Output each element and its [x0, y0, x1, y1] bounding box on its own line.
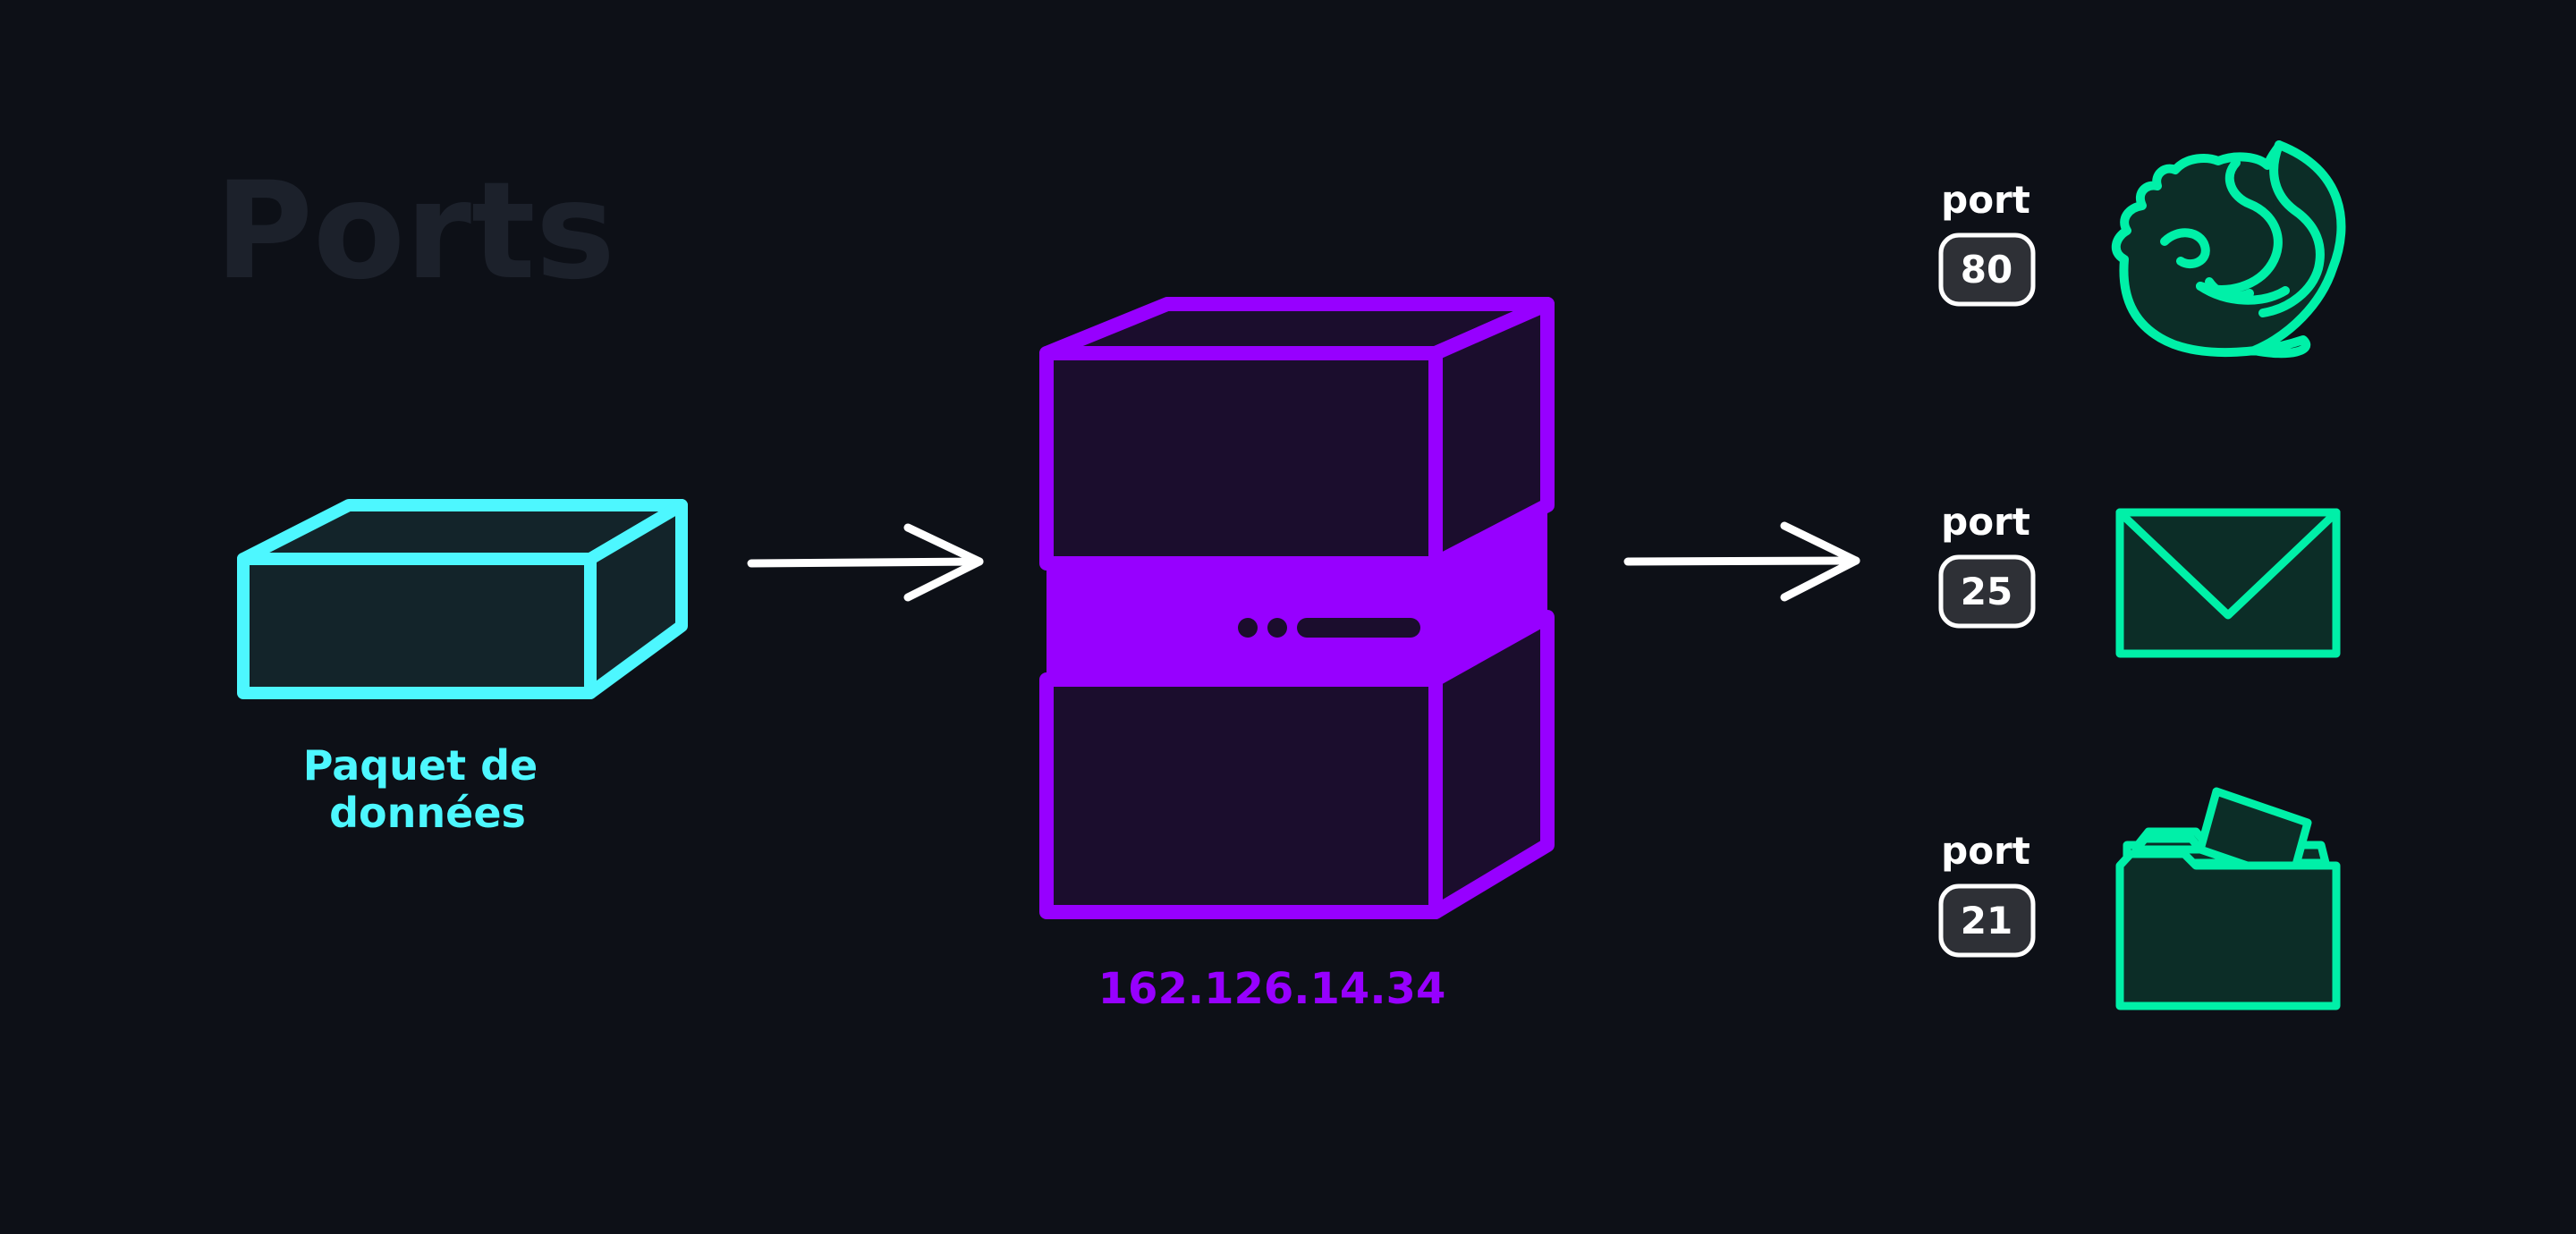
diagram-title: Ports	[215, 154, 615, 309]
port-25-group: port 25	[1938, 500, 2036, 629]
data-packet-icon	[237, 499, 688, 699]
server-slot	[1297, 618, 1420, 638]
server-led-1	[1238, 618, 1258, 638]
port-number: 25	[1961, 570, 2012, 613]
folder-icon	[2115, 787, 2341, 1010]
port-label: port	[1941, 829, 2030, 873]
port-80-group: port 80	[1938, 178, 2036, 307]
port-number-badge	[1938, 554, 2036, 629]
arrow-icon	[747, 523, 984, 602]
port-label: port	[1941, 500, 2030, 544]
port-label: port	[1941, 178, 2030, 222]
server-ip-address: 162.126.14.34	[1098, 964, 1446, 1014]
firefox-icon	[2111, 140, 2346, 359]
server-icon	[1039, 297, 1555, 919]
port-21-group: port 21	[1938, 829, 2036, 958]
mail-envelope-icon	[2115, 508, 2341, 658]
port-number: 80	[1961, 248, 2012, 292]
port-number-badge	[1938, 232, 2036, 307]
packet-label-line1: Paquet de	[303, 741, 538, 790]
server-led-2	[1267, 618, 1287, 638]
port-number-badge	[1938, 883, 2036, 958]
port-number: 21	[1961, 899, 2012, 942]
packet-label: Paquet de données	[303, 741, 553, 837]
arrow-icon	[1623, 521, 1860, 602]
packet-label-line2: données	[329, 789, 526, 837]
